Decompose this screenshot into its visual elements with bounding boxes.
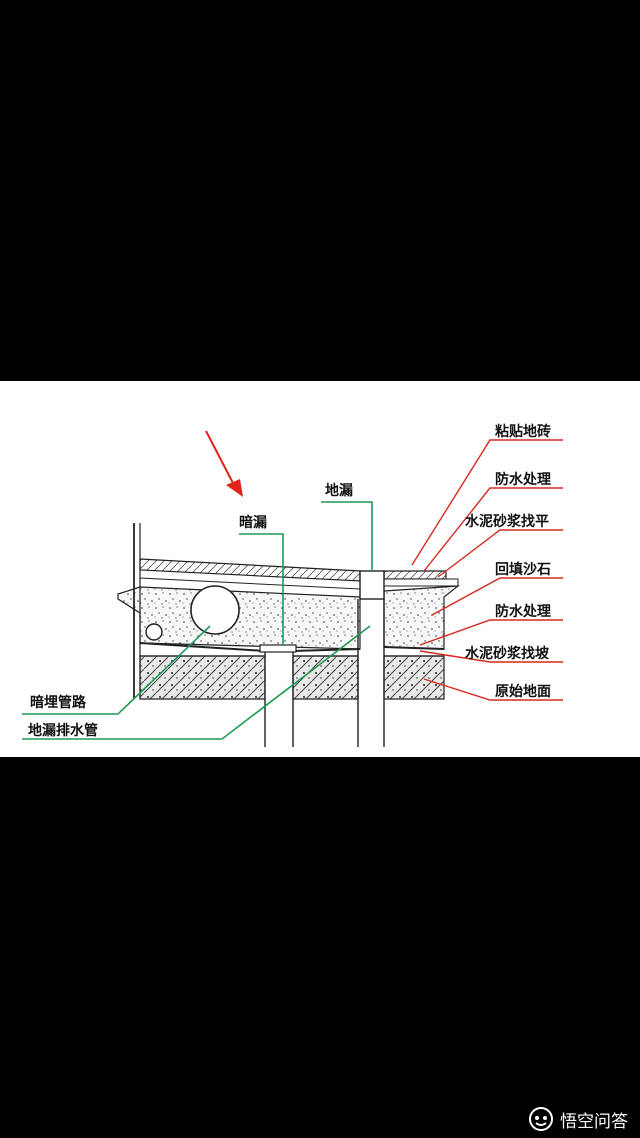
floor-drain-body (357, 570, 385, 747)
label-right-2: 水泥砂浆找平 (465, 513, 549, 530)
label-right-3: 回填沙石 (495, 561, 551, 578)
green-leader-lines (22, 501, 373, 740)
diagram-panel: 暗漏 地漏 粘贴地砖 防水处理 水泥砂浆找平 回填沙石 防水处理 水泥砂浆找坡 … (0, 381, 640, 757)
watermark-text: 悟空问答 (560, 1111, 628, 1132)
label-anlou: 暗漏 (239, 514, 267, 531)
label-left-1: 地漏排水管 (28, 722, 98, 739)
label-right-4: 防水处理 (495, 603, 551, 620)
original-ground-layer (139, 655, 445, 700)
label-right-6: 原始地面 (495, 683, 551, 700)
red-arrow-icon (205, 430, 243, 497)
wall-lines (133, 523, 141, 699)
red-leader-lines (411, 439, 563, 701)
watermark: 悟空问答 (528, 1106, 628, 1132)
floor-drain-section-diagram: 暗漏 地漏 粘贴地砖 防水处理 水泥砂浆找平 回填沙石 防水处理 水泥砂浆找坡 … (22, 423, 563, 747)
floor-tile-layer (139, 558, 459, 590)
wukong-logo-icon (529, 1107, 553, 1131)
hidden-drain-body (259, 644, 297, 747)
label-right-5: 水泥砂浆找坡 (465, 645, 550, 662)
label-dilou: 地漏 (325, 482, 353, 499)
backfill-sand-layer (117, 585, 460, 650)
label-left-0: 暗埋管路 (30, 694, 87, 711)
label-right-0: 粘贴地砖 (495, 423, 551, 440)
buried-pipes (145, 585, 240, 641)
label-right-1: 防水处理 (495, 471, 551, 488)
